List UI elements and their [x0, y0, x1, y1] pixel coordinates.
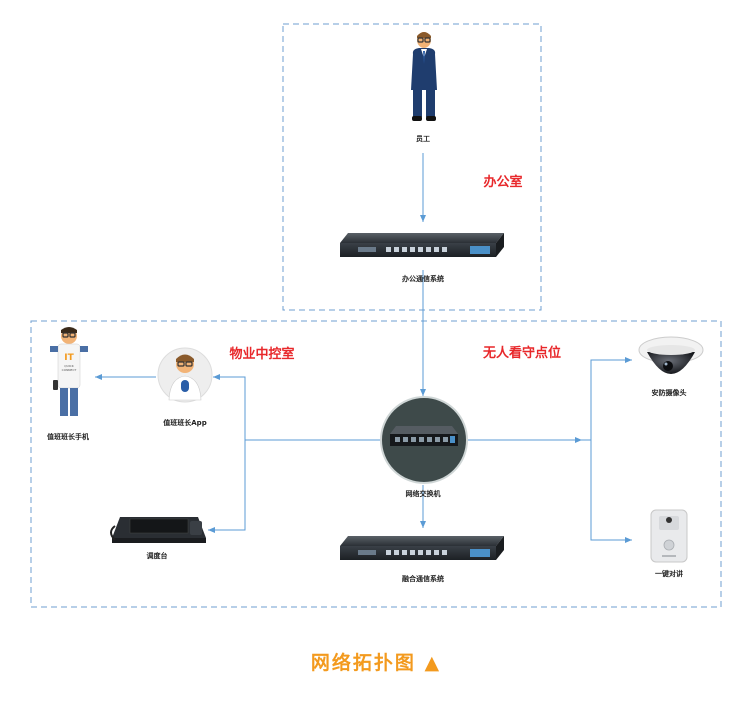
duty-app-avatar — [157, 347, 213, 403]
network-switch-label: 网络交换机 — [406, 489, 441, 498]
duty-phone-label: 值班班长手机 — [47, 432, 89, 441]
employee-label: 员工 — [416, 134, 430, 143]
it-badge-connect: CONNECT — [62, 368, 77, 372]
connection-lines — [95, 153, 632, 543]
link-switch-app — [213, 374, 381, 441]
network-switch-device — [380, 396, 468, 484]
intercom-device — [650, 509, 688, 563]
converged-comm-device — [340, 536, 504, 560]
dispatch-console — [110, 517, 206, 543]
unattended-zone-title: 无人看守点位 — [482, 345, 561, 361]
link-switch-intercom — [590, 440, 632, 543]
diagram-caption: 网络拓扑图 ▲ — [310, 652, 442, 674]
converged-comm-label: 融合通信系统 — [402, 574, 444, 583]
office-zone-border — [282, 23, 542, 311]
duty-app-label: 值班班长App — [163, 418, 206, 427]
it-badge-text: IT — [64, 353, 74, 363]
camera-label: 安防摄像头 — [652, 388, 687, 397]
office-zone-title: 办公室 — [483, 174, 522, 190]
lower-zone-border — [30, 320, 722, 608]
link-switch-dispatch — [208, 440, 246, 533]
office-comm-device — [340, 233, 504, 257]
duty-phone-figure: IT QUICK CONNECT — [50, 327, 88, 416]
it-badge-quick: QUICK — [64, 364, 75, 368]
employee-figure — [411, 32, 437, 121]
office-comm-label: 办公通信系统 — [402, 274, 444, 283]
security-camera — [638, 336, 704, 374]
link-switch-camera — [466, 357, 632, 441]
intercom-label: 一键对讲 — [655, 569, 683, 578]
dispatch-label: 调度台 — [147, 551, 168, 560]
property-control-zone-title: 物业中控室 — [229, 346, 294, 362]
